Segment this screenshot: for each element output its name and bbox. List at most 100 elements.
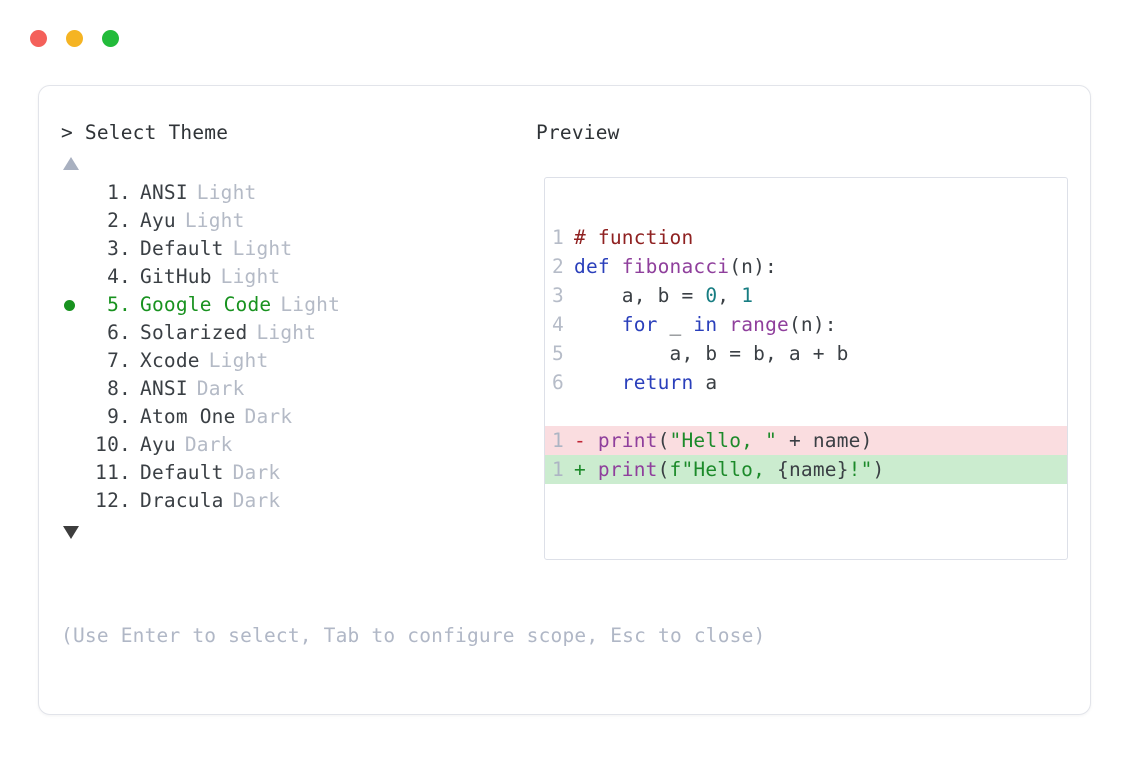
minimize-window-button[interactable] bbox=[66, 30, 83, 47]
theme-item-variant: Light bbox=[256, 321, 317, 344]
code-text: for _ in range(n): bbox=[574, 310, 837, 339]
line-number: 1 bbox=[552, 458, 564, 481]
theme-item-name: Dracula bbox=[140, 489, 224, 512]
code-token bbox=[574, 371, 622, 394]
select-theme-heading: > Select Theme bbox=[61, 119, 531, 147]
selection-bullet-slot bbox=[61, 235, 87, 263]
theme-item-index: 10. bbox=[95, 433, 131, 456]
code-token: (n): bbox=[788, 313, 837, 336]
theme-item-name: Xcode bbox=[140, 349, 200, 372]
scroll-down-arrow-icon[interactable] bbox=[63, 526, 79, 539]
scroll-up-arrow-icon[interactable] bbox=[63, 157, 79, 170]
theme-item-index: 1. bbox=[107, 181, 131, 204]
line-number: 6 bbox=[552, 371, 564, 394]
code-token: def bbox=[574, 255, 622, 278]
code-line: 5 a, b = b, a + b bbox=[545, 339, 1067, 368]
code-token: ( bbox=[657, 429, 670, 452]
selection-bullet-slot bbox=[61, 291, 87, 319]
code-token: print bbox=[597, 458, 658, 481]
code-text: + print(f"Hello, {name}!") bbox=[574, 455, 885, 484]
theme-list-item[interactable]: 6. Solarized Light bbox=[61, 319, 531, 347]
code-token: print bbox=[597, 429, 658, 452]
theme-item-index: 2. bbox=[107, 209, 131, 232]
code-token: a bbox=[693, 371, 718, 394]
selection-bullet-slot bbox=[61, 347, 87, 375]
theme-item-index: 4. bbox=[107, 265, 131, 288]
code-line: 2 def fibonacci(n): bbox=[545, 252, 1067, 281]
code-line-added: 1 + print(f"Hello, {name}!") bbox=[545, 455, 1067, 484]
code-token: a, b = bbox=[574, 284, 706, 307]
theme-item-name: GitHub bbox=[140, 265, 212, 288]
code-token: + bbox=[574, 458, 598, 481]
theme-item-name: Ayu bbox=[140, 209, 176, 232]
code-token: in bbox=[693, 313, 718, 336]
theme-item-index: 9. bbox=[107, 405, 131, 428]
code-token bbox=[574, 313, 622, 336]
line-number: 5 bbox=[552, 342, 564, 365]
code-token: + name) bbox=[777, 429, 873, 452]
theme-item-name: ANSI bbox=[140, 181, 188, 204]
selection-bullet-slot bbox=[61, 431, 87, 459]
theme-item-index: 7. bbox=[107, 349, 131, 372]
selection-bullet-slot bbox=[61, 179, 87, 207]
preview-heading: Preview bbox=[536, 121, 620, 144]
code-token: "Hello, " bbox=[669, 429, 778, 452]
theme-item-name: Solarized bbox=[140, 321, 248, 344]
theme-item-index: 6. bbox=[107, 321, 131, 344]
code-token: ) bbox=[872, 458, 885, 481]
selection-bullet-slot bbox=[61, 207, 87, 235]
line-number: 4 bbox=[552, 313, 564, 336]
code-token: , bbox=[717, 284, 742, 307]
code-line-removed: 1- print("Hello, " + name) bbox=[545, 426, 1067, 455]
code-token: range bbox=[729, 313, 789, 336]
code-token: 1 bbox=[741, 284, 754, 307]
line-number: 3 bbox=[552, 284, 564, 307]
line-number: 2 bbox=[552, 255, 564, 278]
theme-item-variant: Light bbox=[196, 181, 257, 204]
selection-bullet-slot bbox=[61, 487, 87, 515]
code-text: def fibonacci(n): bbox=[574, 252, 777, 281]
theme-item-variant: Dark bbox=[244, 405, 293, 428]
maximize-window-button[interactable] bbox=[102, 30, 119, 47]
close-window-button[interactable] bbox=[30, 30, 47, 47]
theme-item-name: Google Code bbox=[140, 293, 272, 316]
theme-item-variant: Dark bbox=[196, 377, 245, 400]
code-token: - bbox=[574, 429, 598, 452]
theme-item-variant: Dark bbox=[232, 489, 281, 512]
code-text: a, b = b, a + b bbox=[574, 339, 849, 368]
code-token: !" bbox=[848, 458, 873, 481]
code-line: 4 for _ in range(n): bbox=[545, 310, 1067, 339]
code-text: return a bbox=[574, 368, 717, 397]
window-titlebar bbox=[30, 30, 119, 47]
theme-item-variant: Light bbox=[280, 293, 341, 316]
theme-item-variant: Dark bbox=[184, 433, 233, 456]
code-token bbox=[717, 313, 729, 336]
theme-list-item[interactable]: 1. ANSI Light bbox=[61, 179, 531, 207]
code-token: f"Hello, bbox=[669, 458, 778, 481]
selection-bullet-slot bbox=[61, 459, 87, 487]
code-token: return bbox=[621, 371, 694, 394]
code-line: 3 a, b = 0, 1 bbox=[545, 281, 1067, 310]
code-token: {name} bbox=[777, 458, 849, 481]
line-number: 1 bbox=[552, 429, 564, 452]
theme-item-variant: Light bbox=[232, 237, 293, 260]
theme-item-index: 8. bbox=[107, 377, 131, 400]
theme-item-index: 11. bbox=[95, 461, 131, 484]
code-token: a, b = b, a + b bbox=[574, 342, 849, 365]
